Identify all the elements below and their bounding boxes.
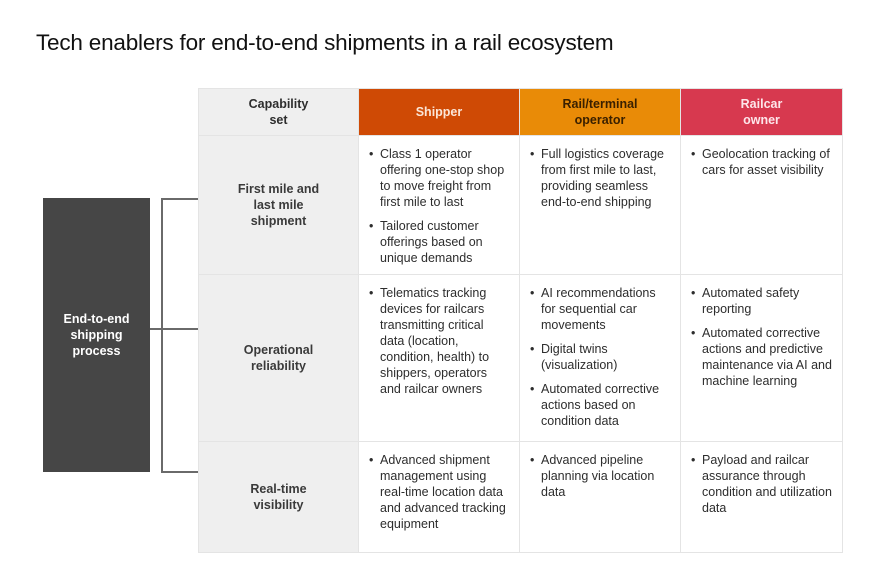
list-item: Geolocation tracking of cars for asset v…: [691, 146, 834, 178]
capability-table: Capability set Shipper Rail/terminal ope…: [198, 88, 843, 553]
page-title: Tech enablers for end-to-end shipments i…: [36, 30, 614, 55]
header-railcar-owner: Railcar owner: [680, 88, 843, 136]
cell-operator: Full logistics coverage from first mile …: [519, 135, 681, 275]
table-header-row: Capability set Shipper Rail/terminal ope…: [198, 88, 843, 136]
capability-first-last-mile: First mile and last mile shipment: [198, 135, 359, 275]
cell-owner: Payload and railcar assurance through co…: [680, 441, 843, 553]
list-item: Full logistics coverage from first mile …: [530, 146, 672, 210]
list-item: Advanced pipeline planning via location …: [530, 452, 672, 500]
list-item: Tailored customer offerings based on uni…: [369, 218, 511, 266]
list-item: AI recommendations for sequential car mo…: [530, 285, 672, 333]
cell-shipper: Class 1 operator offering one-stop shop …: [358, 135, 520, 275]
process-label: End-to-end shipping process: [63, 312, 130, 358]
table-row: Real-time visibility Advanced shipment m…: [198, 441, 843, 553]
cell-shipper: Telematics tracking devices for railcars…: [358, 274, 520, 442]
header-shipper: Shipper: [358, 88, 520, 136]
list-item: Automated safety reporting: [691, 285, 834, 317]
list-item: Payload and railcar assurance through co…: [691, 452, 834, 516]
bracket-vertical-line: [161, 198, 163, 472]
list-item: Advanced shipment management using real-…: [369, 452, 511, 532]
cell-operator: AI recommendations for sequential car mo…: [519, 274, 681, 442]
list-item: Automated corrective actions and predict…: [691, 325, 834, 389]
capability-real-time-visibility: Real-time visibility: [198, 441, 359, 553]
table-row: First mile and last mile shipment Class …: [198, 135, 843, 275]
capability-operational-reliability: Operational reliability: [198, 274, 359, 442]
list-item: Automated corrective actions based on co…: [530, 381, 672, 429]
cell-shipper: Advanced shipment management using real-…: [358, 441, 520, 553]
header-capability-set: Capability set: [198, 88, 359, 136]
list-item: Digital twins (visualization): [530, 341, 672, 373]
bracket-connector-top: [161, 198, 198, 200]
bracket-connector-bottom: [161, 471, 198, 473]
list-item: Telematics tracking devices for railcars…: [369, 285, 511, 397]
cell-operator: Advanced pipeline planning via location …: [519, 441, 681, 553]
header-rail-terminal-operator: Rail/terminal operator: [519, 88, 681, 136]
process-box: End-to-end shipping process: [43, 198, 150, 472]
table-row: Operational reliability Telematics track…: [198, 274, 843, 442]
cell-owner: Geolocation tracking of cars for asset v…: [680, 135, 843, 275]
list-item: Class 1 operator offering one-stop shop …: [369, 146, 511, 210]
bracket-connector-middle: [150, 328, 198, 330]
cell-owner: Automated safety reporting Automated cor…: [680, 274, 843, 442]
